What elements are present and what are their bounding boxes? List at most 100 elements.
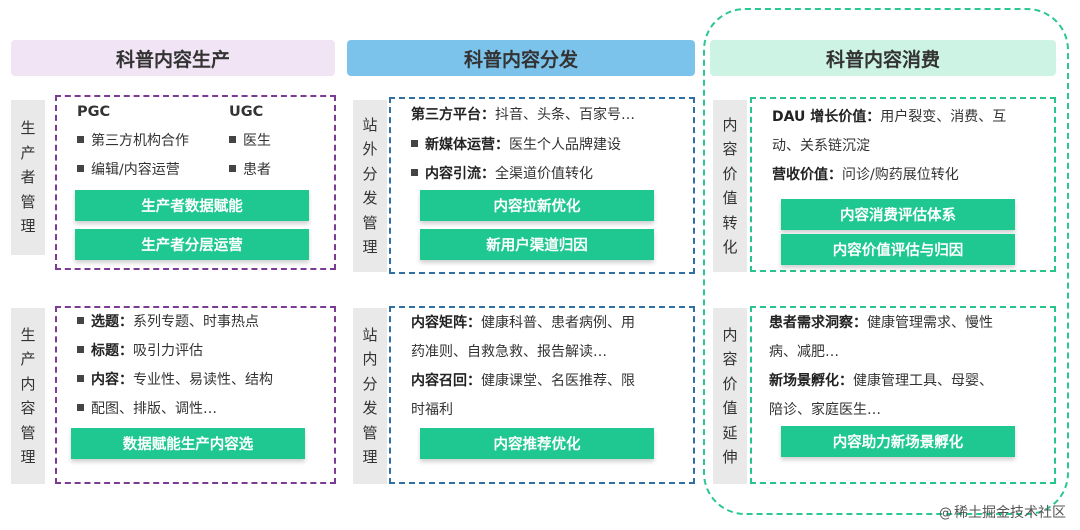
- side-char: 理: [362, 448, 378, 466]
- producer-data-empowerment-button[interactable]: 生产者数据赋能: [75, 190, 309, 221]
- item-text: 系列专题、时事热点: [133, 314, 259, 330]
- list-item: 医生: [229, 131, 271, 151]
- side-char: 值: [722, 189, 738, 207]
- item-key: 内容召回：: [411, 373, 481, 389]
- text-line: 时福利: [411, 400, 453, 420]
- producer-tiered-operation-button[interactable]: 生产者分层运营: [75, 229, 309, 260]
- side-char: 内: [20, 374, 36, 393]
- bullet-icon: [77, 346, 84, 353]
- watermark-text: 稀土掘金技术社区: [954, 505, 1066, 521]
- side-char: 理: [20, 217, 36, 236]
- item-text: 医生个人品牌建设: [509, 137, 621, 153]
- side-char: 分: [362, 374, 378, 393]
- side-char: 分: [362, 164, 378, 183]
- bullet-icon: [77, 375, 84, 382]
- content-value-attribution-button[interactable]: 内容价值评估与归因: [781, 234, 1015, 265]
- content-acquisition-optimization-button[interactable]: 内容拉新优化: [420, 190, 654, 221]
- side-char: 价: [722, 374, 738, 393]
- bullet-icon: [77, 317, 84, 324]
- list-item: 第三方平台：抖音、头条、百家号…: [411, 105, 635, 125]
- list-item: 编辑/内容运营: [77, 160, 180, 180]
- text-line: 新场景孵化：健康管理工具、母婴、: [769, 371, 993, 391]
- side-char: 生: [20, 325, 36, 344]
- side-char: 管: [20, 192, 36, 211]
- text-line: 患者需求洞察：健康管理需求、慢性: [769, 313, 993, 333]
- content-recommendation-optimization-button[interactable]: 内容推荐优化: [420, 428, 654, 459]
- side-label-offsite-distribution: 站 外 分 发 管 理: [353, 100, 387, 272]
- item-text: 吸引力评估: [133, 343, 203, 359]
- text-line: DAU 增长价值：用户裂变、消费、互: [772, 107, 1006, 127]
- bullet-icon: [77, 136, 84, 143]
- item-key: 营收价值：: [772, 167, 842, 183]
- new-scenario-incubation-button[interactable]: 内容助力新场景孵化: [781, 426, 1015, 457]
- side-label-content-production-management: 生 产 内 容 管 理: [11, 308, 45, 484]
- side-char: 站: [362, 325, 378, 344]
- content-consumption-evaluation-button[interactable]: 内容消费评估体系: [781, 199, 1015, 230]
- list-item: 内容：专业性、易读性、结构: [77, 370, 273, 390]
- item-key: 患者需求洞察：: [769, 315, 867, 331]
- text-line: 陪诊、家庭医生…: [769, 400, 881, 420]
- item-text: 抖音、头条、百家号…: [495, 107, 635, 123]
- side-char: 理: [362, 238, 378, 256]
- bullet-icon: [411, 169, 418, 176]
- side-char: 者: [20, 168, 36, 187]
- at-icon: @: [939, 506, 952, 521]
- bullet-icon: [77, 404, 84, 411]
- ugc-item: 医生: [243, 133, 271, 149]
- item-text: 问诊/购药展位转化: [842, 167, 959, 183]
- item-key: 第三方平台：: [411, 107, 495, 123]
- watermark: @稀土掘金技术社区: [939, 502, 1066, 522]
- side-char: 内: [722, 325, 738, 344]
- data-empowered-content-selection-button[interactable]: 数据赋能生产内容选: [71, 428, 305, 459]
- bullet-icon: [77, 165, 84, 172]
- item-key: DAU 增长价值：: [772, 109, 881, 125]
- text-line: 动、关系链沉淀: [772, 136, 870, 156]
- side-char: 容: [722, 350, 738, 368]
- side-label-producer-management: 生 产 者 管 理: [11, 100, 45, 255]
- side-char: 容: [20, 399, 36, 417]
- new-user-channel-attribution-button[interactable]: 新用户渠道归因: [420, 229, 654, 260]
- distribution-header: 科普内容分发: [347, 40, 695, 76]
- item-text: 健康管理工具、母婴、: [853, 373, 993, 389]
- item-key: 内容矩阵：: [411, 315, 481, 331]
- side-char: 产: [20, 350, 36, 368]
- item-text: 药准则、自救急救、报告解读…: [411, 344, 607, 360]
- item-key: 选题：: [91, 314, 133, 330]
- text-line: 营收价值：问诊/购药展位转化: [772, 165, 959, 185]
- production-header: 科普内容生产: [11, 40, 335, 76]
- text-line: 内容召回：健康课堂、名医推荐、限: [411, 371, 635, 391]
- side-char: 内: [722, 115, 738, 134]
- item-key: 新媒体运营：: [425, 137, 509, 153]
- consumption-outline: [703, 8, 1069, 515]
- pgc-item: 编辑/内容运营: [91, 162, 180, 178]
- side-char: 发: [362, 399, 378, 417]
- side-char: 化: [722, 238, 738, 256]
- list-item: 标题：吸引力评估: [77, 341, 203, 361]
- item-text: 全渠道价值转化: [495, 166, 593, 182]
- side-char: 延: [722, 423, 738, 442]
- side-char: 内: [362, 350, 378, 368]
- item-key: 新场景孵化：: [769, 373, 853, 389]
- side-char: 伸: [722, 448, 738, 466]
- side-char: 生: [20, 119, 36, 138]
- text-line: 药准则、自救急救、报告解读…: [411, 342, 607, 362]
- side-char: 理: [20, 448, 36, 466]
- side-char: 外: [362, 140, 378, 158]
- item-text: 病、减肥…: [769, 344, 839, 360]
- list-item: 配图、排版、调性…: [77, 399, 217, 419]
- side-char: 产: [20, 143, 36, 162]
- side-char: 管: [362, 213, 378, 232]
- ugc-title: UGC: [229, 104, 264, 120]
- list-item: 新媒体运营：医生个人品牌建设: [411, 135, 621, 155]
- list-item: 第三方机构合作: [77, 131, 189, 151]
- item-text: 陪诊、家庭医生…: [769, 402, 881, 418]
- side-char: 转: [722, 213, 738, 232]
- list-item: 患者: [229, 160, 271, 180]
- ugc-item: 患者: [243, 162, 271, 178]
- pgc-item: 第三方机构合作: [91, 133, 189, 149]
- side-char: 发: [362, 189, 378, 207]
- side-char: 容: [722, 140, 738, 158]
- item-text: 动、关系链沉淀: [772, 138, 870, 154]
- item-text: 健康管理需求、慢性: [867, 315, 993, 331]
- pgc-title: PGC: [77, 104, 111, 120]
